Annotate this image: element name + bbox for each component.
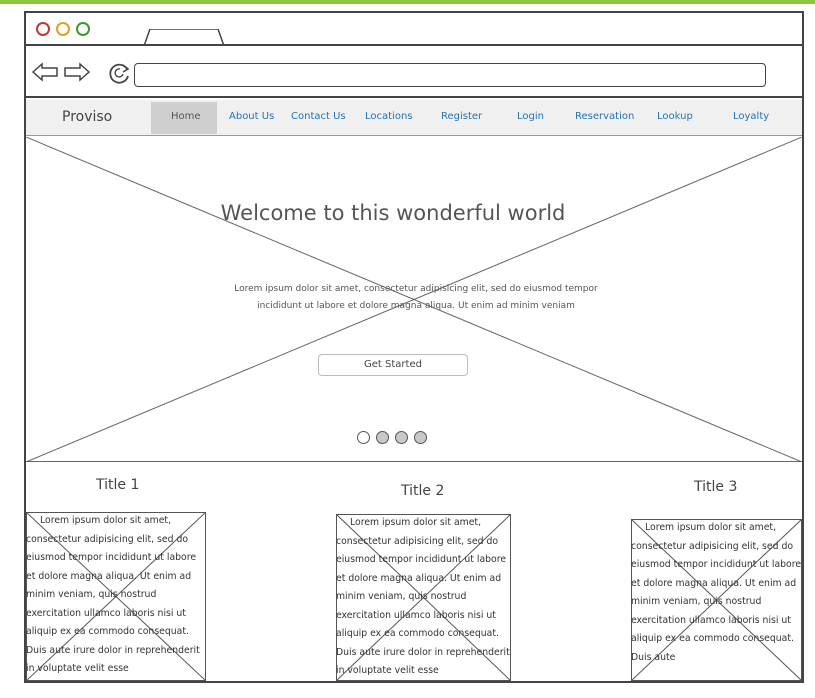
content-card: Lorem ipsum dolor sit amet, consectetur …: [26, 512, 206, 681]
card-text: Lorem ipsum dolor sit amet, consectetur …: [336, 517, 510, 676]
nav-item-locations[interactable]: Locations: [365, 111, 413, 122]
hero-carousel: Welcome to this wonderful world Lorem ip…: [26, 137, 802, 462]
forward-arrow-icon[interactable]: [64, 62, 91, 86]
nav-item-loyalty[interactable]: Loyalty: [733, 111, 770, 122]
site-brand[interactable]: Proviso: [62, 109, 113, 125]
browser-window: Proviso Home About Us Contact Us Locatio…: [24, 11, 804, 683]
image-placeholder-cross: [631, 519, 802, 681]
content-card: Lorem ipsum dolor sit amet, consectetur …: [631, 519, 802, 681]
nav-item-lookup[interactable]: Lookup: [657, 111, 693, 122]
nav-item-login[interactable]: Login: [517, 111, 544, 122]
image-placeholder-cross: [336, 514, 511, 681]
get-started-button[interactable]: Get Started: [318, 354, 468, 376]
maximize-window-icon[interactable]: [76, 22, 90, 36]
hero-description: Lorem ipsum dolor sit amet, consectetur …: [221, 281, 611, 315]
nav-item-register[interactable]: Register: [441, 111, 483, 122]
reload-icon[interactable]: [108, 61, 132, 89]
image-placeholder-cross: [26, 512, 206, 681]
site-navbar: Proviso Home About Us Contact Us Locatio…: [26, 100, 802, 136]
url-input[interactable]: [134, 63, 766, 87]
carousel-dot[interactable]: [395, 431, 408, 444]
column-title: Title 2: [401, 483, 445, 499]
carousel-dot[interactable]: [357, 431, 370, 444]
minimize-window-icon[interactable]: [56, 22, 70, 36]
nav-item-home[interactable]: Home: [151, 102, 217, 134]
accent-bar: [0, 0, 815, 4]
content-card: Lorem ipsum dolor sit amet, consectetur …: [336, 514, 511, 681]
card-text: Lorem ipsum dolor sit amet, consectetur …: [631, 522, 802, 663]
address-bar-row: [26, 46, 802, 98]
browser-tab[interactable]: [144, 29, 224, 46]
nav-item-label: Home: [171, 111, 201, 122]
carousel-dot[interactable]: [414, 431, 427, 444]
column-title: Title 1: [96, 477, 140, 493]
carousel-dot[interactable]: [376, 431, 389, 444]
hero-description-line: incididunt ut labore et dolore magna ali…: [257, 301, 575, 311]
card-text: Lorem ipsum dolor sit amet, consectetur …: [26, 515, 200, 674]
nav-item-contact-us[interactable]: Contact Us: [291, 111, 346, 122]
nav-item-reservation[interactable]: Reservation: [575, 111, 635, 122]
window-title-bar: [26, 13, 802, 46]
column-title: Title 3: [694, 479, 738, 495]
close-window-icon[interactable]: [36, 22, 50, 36]
back-arrow-icon[interactable]: [31, 62, 58, 86]
image-placeholder-cross: [26, 137, 802, 461]
hero-title: Welcome to this wonderful world: [220, 201, 566, 225]
nav-item-about-us[interactable]: About Us: [229, 111, 275, 122]
hero-description-line: Lorem ipsum dolor sit amet, consectetur …: [234, 284, 598, 294]
